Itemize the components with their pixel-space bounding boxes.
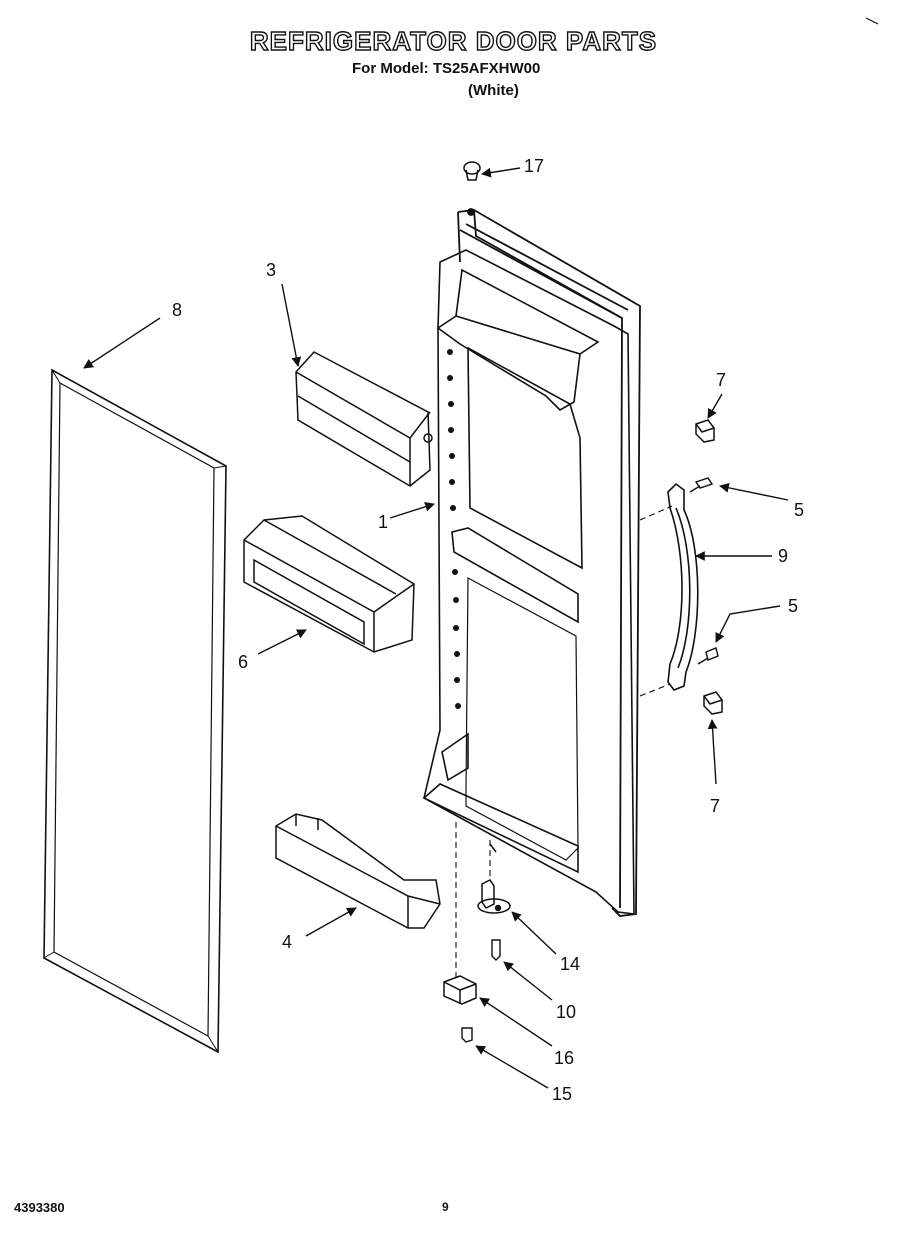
page-number: 9 [442, 1200, 449, 1214]
callout-8: 8 [172, 300, 182, 320]
callout-14: 14 [560, 954, 580, 974]
callout-1: 1 [378, 512, 388, 532]
alignment-lines [455, 505, 673, 980]
door-bin-part [243, 515, 415, 653]
model-line: For Model: TS25AFXHW00 [352, 60, 541, 77]
callout-3: 3 [266, 260, 276, 280]
page-title: REFRIGERATOR DOOR PARTS [249, 25, 658, 56]
leader-arrows [83, 167, 789, 1089]
handle-screw-lower-part [697, 647, 719, 665]
hinge-screw-part [491, 939, 501, 961]
handle-clip-upper-part [695, 419, 715, 443]
plug-part [463, 161, 481, 181]
color-line: (White) [468, 82, 519, 99]
bracket-screw-part [461, 1027, 473, 1043]
lower-shelf-part [275, 813, 441, 929]
corner-mark [865, 17, 879, 25]
callout-5-lower: 5 [788, 596, 798, 616]
handle-screw-upper-part [689, 477, 714, 493]
callout-9: 9 [778, 546, 788, 566]
callout-4: 4 [282, 932, 292, 952]
callout-7-upper: 7 [716, 370, 726, 390]
hinge-bracket-part [443, 975, 477, 1005]
liner-mounting-holes [447, 349, 461, 709]
callout-17: 17 [524, 156, 544, 176]
door-liner-part [422, 249, 635, 915]
callout-7-lower: 7 [710, 796, 720, 816]
hinge-pin-part [477, 879, 511, 914]
handle-clip-lower-part [703, 691, 723, 715]
callout-6: 6 [238, 652, 248, 672]
door-gasket-part [43, 368, 227, 1054]
callout-16: 16 [554, 1048, 574, 1068]
document-number: 4393380 [14, 1200, 65, 1215]
door-handle-part [667, 482, 699, 691]
callout-15: 15 [552, 1084, 572, 1104]
upper-bin-part [295, 351, 433, 487]
callout-5-upper: 5 [794, 500, 804, 520]
callout-10: 10 [556, 1002, 576, 1022]
door-outer-frame [457, 208, 641, 917]
